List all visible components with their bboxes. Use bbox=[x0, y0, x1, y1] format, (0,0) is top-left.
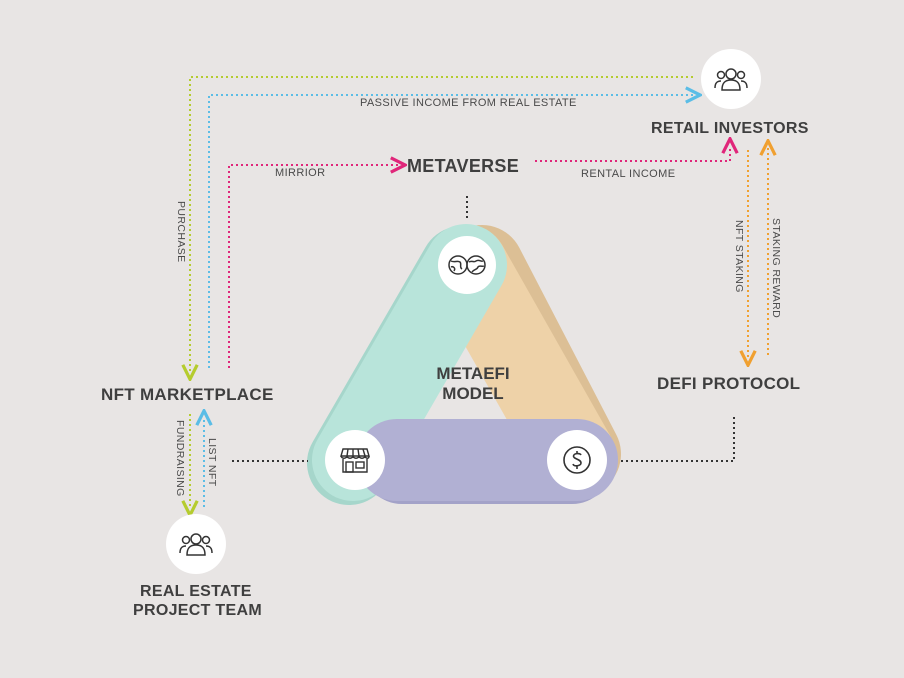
list-nft-label: LIST NFT bbox=[206, 438, 218, 487]
real-estate-team-title-line2: PROJECT TEAM bbox=[133, 602, 262, 619]
nft-marketplace-title: NFT MARKETPLACE bbox=[101, 385, 274, 404]
defi-circle bbox=[547, 430, 607, 490]
globe-pair-icon bbox=[448, 255, 486, 275]
retail-investors-title: RETAIL INVESTORS bbox=[651, 120, 809, 137]
nft-staking-label: NFT STAKING bbox=[733, 220, 745, 293]
metaverse-circle bbox=[438, 236, 496, 294]
mirror-arrow bbox=[228, 165, 398, 368]
teal-band bbox=[312, 224, 507, 501]
metaefi-triangle bbox=[307, 224, 621, 505]
center-title-line1: METAEFI bbox=[436, 364, 510, 383]
mirror-label: MIRRIOR bbox=[275, 167, 326, 179]
dollar-coin-icon bbox=[563, 446, 591, 474]
people-group-icon bbox=[179, 533, 213, 556]
people-group-icon bbox=[714, 68, 748, 91]
storefront-icon bbox=[340, 448, 370, 473]
staking-reward-label: STAKING REWARD bbox=[770, 218, 782, 319]
center-title-line2: MODEL bbox=[442, 384, 504, 403]
marketplace-circle bbox=[325, 430, 385, 490]
center-title: METAEFI MODEL bbox=[417, 364, 529, 404]
passive-income-label: PASSIVE INCOME FROM REAL ESTATE bbox=[360, 97, 577, 109]
rental-income-arrow bbox=[535, 146, 730, 162]
retail-investors-circle bbox=[701, 49, 761, 109]
real-estate-team-circle bbox=[166, 514, 226, 574]
rental-income-label: RENTAL INCOME bbox=[581, 168, 676, 180]
real-estate-team-title-line1: REAL ESTATE bbox=[140, 583, 252, 600]
purple-band bbox=[356, 419, 618, 501]
metaverse-title: METAVERSE bbox=[407, 156, 520, 176]
passive-income-arrow bbox=[208, 95, 693, 368]
fundraising-label: FUNDRAISING bbox=[174, 420, 186, 497]
purchase-label: PURCHASE bbox=[175, 201, 187, 263]
defi-protocol-title: DEFI PROTOCOL bbox=[657, 374, 801, 393]
dotted-connectors bbox=[232, 196, 735, 462]
